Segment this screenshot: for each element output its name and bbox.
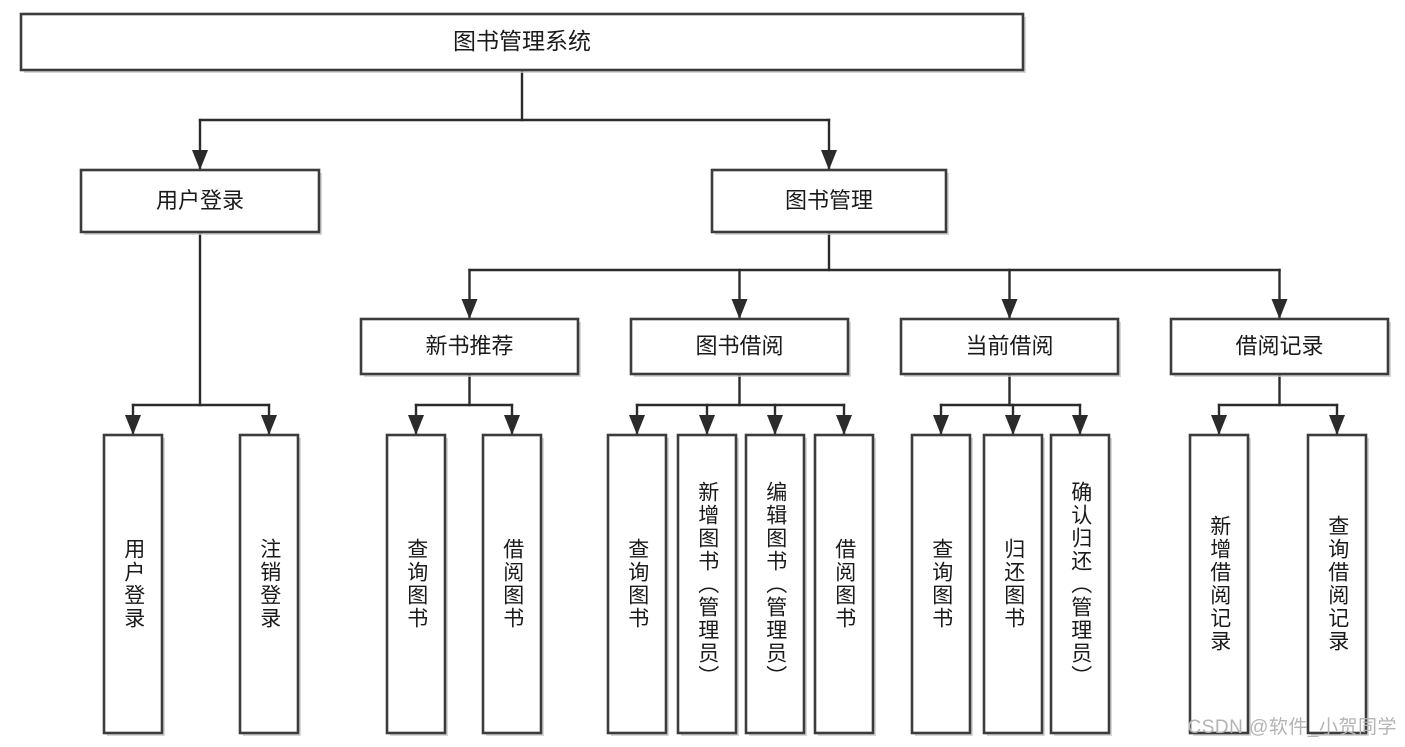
arrow-head-icon xyxy=(699,415,715,435)
arrow-head-icon xyxy=(192,150,208,170)
arrow-head-icon xyxy=(1211,415,1227,435)
node-leaf-bk-borrow[interactable] xyxy=(813,433,876,736)
node-leaf-bk-add[interactable] xyxy=(676,433,739,736)
node-bookmgmt[interactable]: 图书管理 xyxy=(710,168,949,235)
node-login-label: 用户登录 xyxy=(156,188,244,213)
node-record[interactable]: 借阅记录 xyxy=(1169,317,1391,377)
node-leaf-user-login-rect[interactable] xyxy=(102,433,164,735)
node-leaf-cur-confirm[interactable] xyxy=(1049,433,1112,736)
node-bookmgmt-rect[interactable] xyxy=(710,168,948,234)
node-root-system-title-label: 图书管理系统 xyxy=(453,28,591,54)
node-login[interactable]: 用户登录 xyxy=(79,168,322,235)
node-leaf-cur-return[interactable] xyxy=(982,433,1045,736)
node-borrow-label: 图书借阅 xyxy=(695,333,783,358)
node-leaf-bk-query-rect[interactable] xyxy=(606,433,668,735)
arrow-head-icon xyxy=(261,415,277,435)
node-leaf-bk-add-rect[interactable] xyxy=(676,433,738,735)
node-leaf-rec-add-rect[interactable] xyxy=(1188,433,1250,735)
node-newbook-label: 新书推荐 xyxy=(425,333,513,358)
arrow-head-icon xyxy=(504,415,520,435)
node-root-system-title-rect[interactable] xyxy=(19,12,1025,72)
node-leaf-user-login[interactable] xyxy=(102,433,165,736)
arrow-head-icon xyxy=(1001,299,1018,319)
node-leaf-rec-query[interactable] xyxy=(1306,433,1369,736)
arrow-head-icon xyxy=(767,415,783,435)
node-leaf-rec-add[interactable] xyxy=(1188,433,1251,736)
node-borrow-rect[interactable] xyxy=(629,317,850,376)
node-newbook-rect[interactable] xyxy=(359,317,580,376)
arrow-head-icon xyxy=(933,415,949,435)
arrow-head-icon xyxy=(836,415,852,435)
arrow-head-icon xyxy=(1329,415,1345,435)
arrow-head-icon xyxy=(461,299,478,319)
node-borrow[interactable]: 图书借阅 xyxy=(629,317,851,377)
node-newbook[interactable]: 新书推荐 xyxy=(359,317,581,377)
node-current-label: 当前借阅 xyxy=(965,333,1053,358)
arrow-head-icon xyxy=(1271,299,1288,319)
node-leaf-logout[interactable] xyxy=(238,433,301,736)
arrow-head-icon xyxy=(1072,415,1088,435)
node-leaf-bk-edit-rect[interactable] xyxy=(744,433,806,735)
node-leaf-rec-query-rect[interactable] xyxy=(1306,433,1368,735)
node-leaf-nb-borrow[interactable] xyxy=(481,433,544,736)
arrow-head-icon xyxy=(125,415,141,435)
arrow-head-icon xyxy=(629,415,645,435)
node-leaf-nb-query[interactable] xyxy=(385,433,448,736)
node-bookmgmt-label: 图书管理 xyxy=(785,188,873,213)
node-leaf-logout-rect[interactable] xyxy=(238,433,300,735)
node-leaf-bk-borrow-rect[interactable] xyxy=(813,433,875,735)
arrow-head-icon xyxy=(408,415,424,435)
node-leaf-bk-edit[interactable] xyxy=(744,433,807,736)
node-leaf-nb-query-rect[interactable] xyxy=(385,433,447,735)
node-login-rect[interactable] xyxy=(79,168,321,234)
node-leaf-cur-query[interactable] xyxy=(910,433,973,736)
arrow-head-icon xyxy=(821,150,837,170)
node-record-label: 借阅记录 xyxy=(1235,333,1323,358)
arrow-head-icon xyxy=(731,299,748,319)
node-leaf-cur-query-rect[interactable] xyxy=(910,433,972,735)
node-leaf-nb-borrow-rect[interactable] xyxy=(481,433,543,735)
node-current[interactable]: 当前借阅 xyxy=(899,317,1121,377)
node-root-system-title[interactable]: 图书管理系统 xyxy=(19,12,1026,73)
watermark-text: CSDN @软件_小贺同学 xyxy=(1187,717,1397,738)
node-record-rect[interactable] xyxy=(1169,317,1390,376)
node-leaf-bk-query[interactable] xyxy=(606,433,669,736)
node-leaf-cur-return-rect[interactable] xyxy=(982,433,1044,735)
arrow-head-icon xyxy=(1005,415,1021,435)
node-current-rect[interactable] xyxy=(899,317,1120,376)
node-leaf-cur-confirm-rect[interactable] xyxy=(1049,433,1111,735)
